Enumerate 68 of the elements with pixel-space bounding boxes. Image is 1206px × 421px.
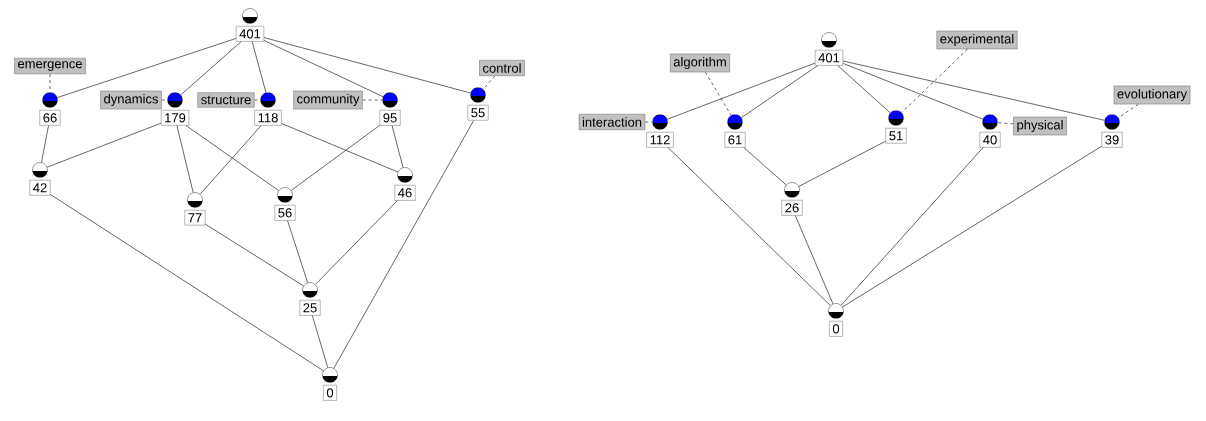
connector-line <box>391 125 404 168</box>
count-box: 42 <box>29 180 51 196</box>
leader-line <box>997 122 1014 125</box>
label-box: experimental <box>936 30 1018 50</box>
connector-line <box>290 125 380 191</box>
label-box: structure <box>197 92 255 108</box>
connector-line <box>666 62 816 120</box>
connector-line <box>333 120 475 369</box>
count-box: 118 <box>254 110 282 126</box>
count-box: 95 <box>379 110 401 126</box>
connector-line <box>743 147 787 186</box>
label-box: community <box>293 90 363 110</box>
connector-line <box>263 37 471 94</box>
connector-line <box>176 125 194 193</box>
leader-line <box>161 99 168 101</box>
connector-line <box>315 200 398 285</box>
count-box: 179 <box>160 110 190 126</box>
label-box: physical <box>1013 116 1067 136</box>
connector-line <box>842 63 984 120</box>
connector-line <box>794 215 834 305</box>
label-box: control <box>479 60 525 76</box>
count-box: 56 <box>274 205 296 221</box>
connector-line <box>199 125 262 195</box>
label-box: algorithm <box>670 53 730 73</box>
count-box: 40 <box>979 132 1001 148</box>
connector-line <box>205 223 304 287</box>
connector-line <box>798 140 886 187</box>
count-box: 401 <box>814 50 844 66</box>
count-box: 77 <box>184 210 206 226</box>
connector-line <box>180 41 242 96</box>
connector-line <box>311 315 329 368</box>
label-box: dynamics <box>100 90 162 110</box>
count-box: 401 <box>235 26 265 42</box>
connector-line <box>41 125 49 163</box>
connector-line <box>251 41 267 93</box>
connector-line <box>740 65 818 119</box>
connector-line <box>263 40 384 98</box>
connector-line <box>56 38 237 98</box>
connector-line <box>50 194 324 372</box>
count-box: 61 <box>724 132 746 148</box>
count-box: 46 <box>394 185 416 201</box>
count-box: 55 <box>467 105 489 121</box>
connector-line <box>840 147 984 306</box>
connector-line <box>837 65 891 114</box>
label-box: interaction <box>578 114 646 130</box>
connector-line <box>185 125 280 191</box>
count-box: 39 <box>1101 132 1123 148</box>
label-box: evolutionary <box>1113 85 1191 105</box>
leader-line <box>1118 103 1139 119</box>
connector-line <box>281 123 399 173</box>
leader-line <box>705 71 732 116</box>
leader-line <box>482 75 496 90</box>
connector-line <box>46 122 162 168</box>
count-box: 0 <box>829 321 843 337</box>
label-box: emergence <box>14 57 86 75</box>
connector-line <box>842 145 1102 308</box>
count-box: 66 <box>39 110 61 126</box>
connector-line <box>842 60 1105 121</box>
leader-line <box>362 99 383 101</box>
connector-line <box>287 220 309 284</box>
count-box: 0 <box>323 385 337 401</box>
count-box: 112 <box>646 132 674 148</box>
leader-line <box>901 48 968 114</box>
leader-line <box>644 121 653 123</box>
count-box: 25 <box>299 300 321 316</box>
count-box: 51 <box>885 128 907 144</box>
connector-line <box>667 147 831 307</box>
count-box: 26 <box>781 200 803 216</box>
